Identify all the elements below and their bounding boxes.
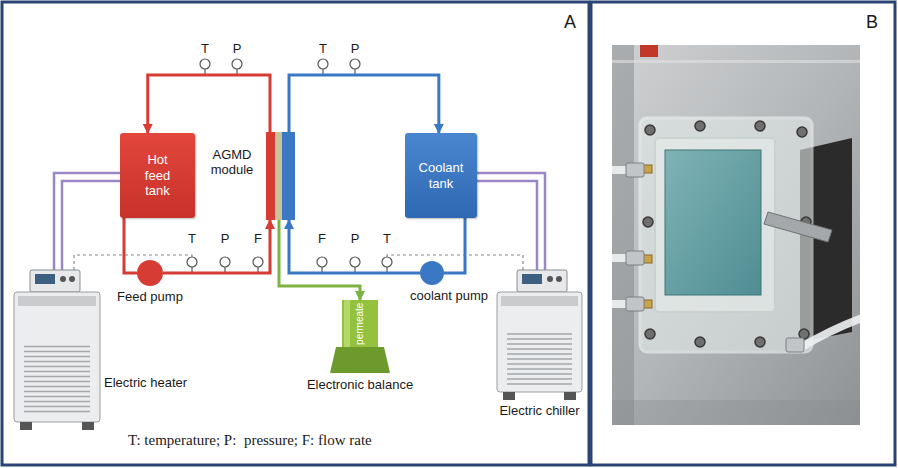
key-note: T: temperature; P: pressure; F: flow rat… <box>128 432 372 449</box>
pipe-line <box>163 220 270 273</box>
container-label: permeate <box>354 302 366 344</box>
module-photo <box>612 45 860 425</box>
panel-letter: B <box>862 12 882 33</box>
pipe-line <box>477 181 537 270</box>
panel-frame <box>591 2 895 465</box>
node-label: Hot feed tank <box>136 152 180 199</box>
panel-frame <box>2 2 589 465</box>
sensor-letter: P <box>227 42 247 57</box>
node-label: Feed pump <box>117 290 183 305</box>
node-label: Electronic balance <box>307 378 413 393</box>
pipe-line <box>62 181 120 270</box>
pipe-connector <box>124 218 137 273</box>
pipe-line <box>444 218 465 273</box>
feed-tank: Hot feed tank <box>120 133 195 218</box>
pipe-connector <box>54 173 120 270</box>
sensor-letter: F <box>248 232 268 247</box>
electric-chiller: Electric chiller <box>497 270 582 400</box>
sensor-letter: P <box>345 232 365 247</box>
pipe-connector <box>289 220 420 273</box>
pipe-connector <box>279 220 360 300</box>
pipe-line <box>124 218 137 273</box>
sensor-letter: F <box>312 232 332 247</box>
pipe-connector <box>444 218 465 273</box>
node-label: Coolant tank <box>414 160 468 191</box>
pipe-line <box>477 173 545 270</box>
agmd-module-shape <box>266 132 295 220</box>
node-label: AGMD module <box>202 148 262 178</box>
pipe-line <box>289 75 439 133</box>
electronic-balance: permeateElectronic balance <box>330 300 390 373</box>
pipe-connector <box>163 220 270 273</box>
pipe-line <box>148 75 270 133</box>
sensor-letter: T <box>195 42 215 57</box>
sensor-letter: T <box>377 232 397 247</box>
panel-letter: A <box>560 12 580 33</box>
sensor-letter: P <box>345 42 365 57</box>
sensor-letter: P <box>215 232 235 247</box>
sensor-letter: T <box>182 232 202 247</box>
pipe-line <box>289 220 420 273</box>
pipe-line <box>279 220 360 300</box>
feed-pump: Feed pump <box>137 260 163 286</box>
coolant-pump: coolant pump <box>420 261 444 285</box>
sensor-letter: T <box>313 42 333 57</box>
pipe-connector <box>477 173 545 270</box>
electric-chiller-shape <box>497 270 582 400</box>
coolant-tank: Coolant tank <box>405 133 477 218</box>
node-label: coolant pump <box>410 289 488 304</box>
electric-heater: Electric heater <box>14 270 100 430</box>
pipe-line <box>54 173 120 270</box>
pipe-connector <box>289 75 439 133</box>
node-label: Electric heater <box>104 376 187 391</box>
node-label: Electric chiller <box>499 404 579 419</box>
pipe-connector <box>148 75 270 133</box>
electric-heater-shape <box>14 270 100 430</box>
agmd-module: AGMD module <box>266 132 295 220</box>
